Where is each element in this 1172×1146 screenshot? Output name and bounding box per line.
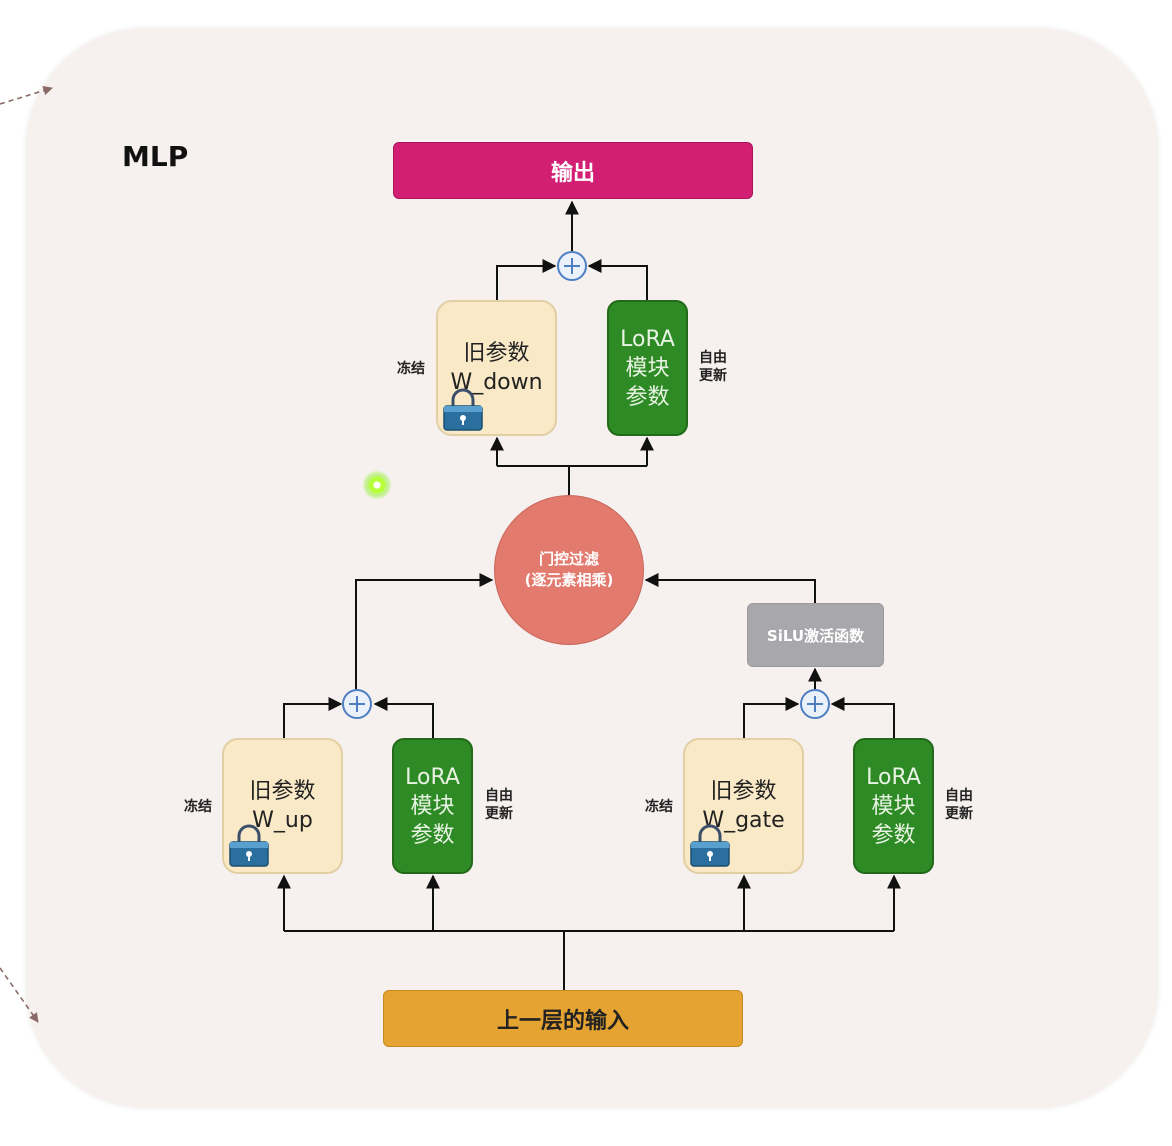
wire-lora-down-to-adder [587, 259, 648, 300]
lora-label-line1: LoRA [405, 764, 460, 790]
wire-adder-up-to-gate [355, 573, 494, 689]
update-tag-line2: 更新 [945, 806, 973, 822]
frozen-label-line1: 旧参数 [463, 341, 530, 366]
frozen-tag-up: 冻结 [184, 799, 212, 815]
lora-label-line2: 模块 [410, 793, 455, 819]
lock-icon [685, 822, 735, 870]
plus-circle-icon [800, 689, 830, 719]
lock-icon [438, 386, 488, 434]
lora-label-line3: 参数 [871, 822, 916, 848]
update-tag-line1: 自由 [945, 788, 973, 804]
lora-label-line1: LoRA [866, 764, 921, 790]
input-box: 上一层的输入 [383, 990, 743, 1047]
frozen-tag-down: 冻结 [397, 361, 425, 377]
lora-module-up: LoRA 模块 参数 [392, 738, 473, 874]
silu-activation-box: SiLU激活函数 [747, 603, 884, 667]
update-tag-line2: 更新 [485, 806, 513, 822]
lora-module-gate: LoRA 模块 参数 [853, 738, 934, 874]
update-tag-up: 自由 更新 [485, 787, 513, 823]
lock-icon [224, 822, 274, 870]
lora-label-line3: 参数 [625, 384, 670, 410]
lora-module-down: LoRA 模块 参数 [607, 300, 688, 436]
output-box: 输出 [393, 142, 753, 199]
lora-label-line1: LoRA [620, 326, 675, 352]
frozen-label-line1: 旧参数 [249, 779, 316, 804]
update-tag-line2: 更新 [699, 368, 727, 384]
dashed-link-bottom [0, 967, 39, 1023]
cursor-highlight [362, 470, 392, 500]
wire-silu-to-gate [644, 573, 816, 603]
input-label: 上一层的输入 [496, 1008, 629, 1034]
lora-label-line2: 模块 [871, 793, 916, 819]
update-tag-down: 自由 更新 [699, 349, 727, 385]
lora-label-line2: 模块 [625, 355, 670, 381]
dashed-link-top [0, 85, 53, 105]
frozen-label-line2: W_up [252, 808, 313, 833]
wire-wgate-to-adder [743, 697, 800, 738]
update-tag-line1: 自由 [699, 350, 727, 366]
gate-label-line2: (逐元素相乘) [524, 571, 614, 589]
wire-lora-gate-to-adder [830, 697, 895, 738]
wire-wdown-to-adder [496, 259, 557, 300]
wire-lora-up-to-adder [373, 697, 434, 738]
plus-circle-icon [557, 251, 587, 281]
update-tag-gate: 自由 更新 [945, 787, 973, 823]
frozen-weight-w-up: 旧参数 W_up [222, 738, 343, 874]
wire-wup-to-adder [283, 697, 343, 738]
silu-label: SiLU激活函数 [766, 626, 865, 645]
lora-label-line3: 参数 [410, 822, 455, 848]
plus-circle-icon [342, 689, 372, 719]
frozen-weight-w-down: 旧参数 W_down [436, 300, 557, 436]
output-label: 输出 [550, 160, 595, 186]
gate-label-line1: 门控过滤 [538, 550, 599, 568]
frozen-label-line1: 旧参数 [710, 779, 777, 804]
diagram-title: MLP [122, 140, 189, 173]
frozen-tag-gate: 冻结 [645, 799, 673, 815]
update-tag-line1: 自由 [485, 788, 513, 804]
gate-filter-node: 门控过滤 (逐元素相乘) [494, 495, 644, 645]
